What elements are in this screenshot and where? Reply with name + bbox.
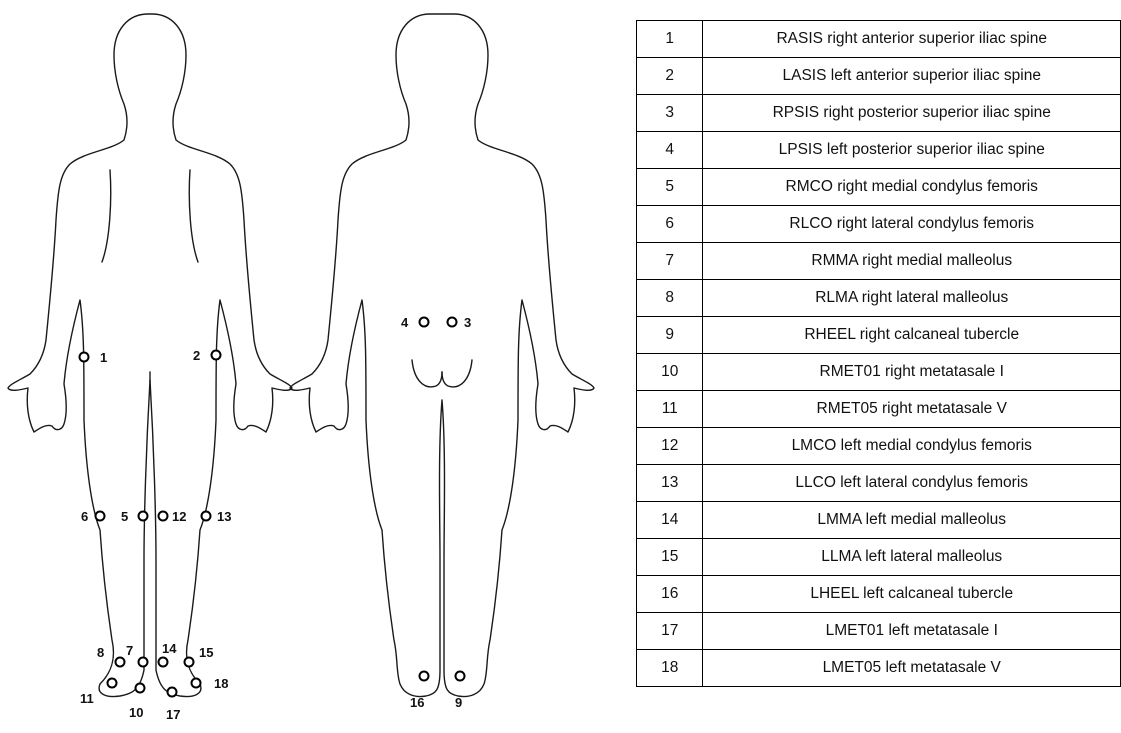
marker-3-label: 3 bbox=[464, 315, 471, 330]
row-number: 8 bbox=[637, 280, 703, 317]
row-number: 2 bbox=[637, 58, 703, 95]
row-number: 4 bbox=[637, 132, 703, 169]
row-number: 13 bbox=[637, 465, 703, 502]
marker-15-label: 15 bbox=[199, 645, 213, 660]
row-number: 7 bbox=[637, 243, 703, 280]
marker-8: 8 bbox=[97, 645, 125, 667]
marker-4: 4 bbox=[401, 315, 429, 330]
marker-3: 3 bbox=[448, 315, 472, 330]
row-description: RMET05 right metatasale V bbox=[703, 391, 1121, 428]
marker-8-label: 8 bbox=[97, 645, 104, 660]
row-description: LMET05 left metatasale V bbox=[703, 650, 1121, 687]
row-description: LLMA left lateral malleolus bbox=[703, 539, 1121, 576]
row-number: 16 bbox=[637, 576, 703, 613]
row-description: RMET01 right metatasale I bbox=[703, 354, 1121, 391]
front-body-outline bbox=[8, 14, 292, 697]
row-number: 14 bbox=[637, 502, 703, 539]
row-description: LMET01 left metatasale I bbox=[703, 613, 1121, 650]
marker-12-label: 12 bbox=[172, 509, 186, 524]
row-description: LASIS left anterior superior iliac spine bbox=[703, 58, 1121, 95]
row-number: 17 bbox=[637, 613, 703, 650]
row-number: 5 bbox=[637, 169, 703, 206]
row-description: RHEEL right calcaneal tubercle bbox=[703, 317, 1121, 354]
marker-10: 10 bbox=[129, 684, 145, 721]
row-number: 15 bbox=[637, 539, 703, 576]
row-number: 3 bbox=[637, 95, 703, 132]
marker-2-label: 2 bbox=[193, 348, 200, 363]
marker-15: 15 bbox=[185, 645, 214, 667]
row-description: LPSIS left posterior superior iliac spin… bbox=[703, 132, 1121, 169]
marker-13: 13 bbox=[202, 509, 232, 524]
marker-12: 12 bbox=[159, 509, 187, 524]
marker-17: 17 bbox=[166, 688, 180, 723]
marker-14-label: 14 bbox=[162, 641, 177, 656]
marker-5: 5 bbox=[121, 509, 148, 524]
row-number: 9 bbox=[637, 317, 703, 354]
marker-4-label: 4 bbox=[401, 315, 409, 330]
row-number: 6 bbox=[637, 206, 703, 243]
marker-14: 14 bbox=[159, 641, 178, 667]
row-description: LLCO left lateral condylus femoris bbox=[703, 465, 1121, 502]
marker-11-label: 11 bbox=[80, 691, 94, 706]
marker-16-label: 16 bbox=[410, 695, 424, 710]
marker-11: 11 bbox=[80, 679, 117, 707]
row-number: 12 bbox=[637, 428, 703, 465]
marker-18-label: 18 bbox=[214, 676, 228, 691]
row-description: RMCO right medial condylus femoris bbox=[703, 169, 1121, 206]
marker-6-label: 6 bbox=[81, 509, 88, 524]
row-number: 18 bbox=[637, 650, 703, 687]
row-description: RLCO right lateral condylus femoris bbox=[703, 206, 1121, 243]
row-description: LMMA left medial malleolus bbox=[703, 502, 1121, 539]
marker-10-label: 10 bbox=[129, 705, 143, 720]
marker-5-label: 5 bbox=[121, 509, 128, 524]
row-number: 11 bbox=[637, 391, 703, 428]
row-description: RASIS right anterior superior iliac spin… bbox=[703, 21, 1121, 58]
marker-6: 6 bbox=[81, 509, 105, 524]
marker-18: 18 bbox=[192, 676, 229, 691]
marker-17-label: 17 bbox=[166, 707, 180, 722]
marker-9-label: 9 bbox=[455, 695, 462, 710]
marker-16: 16 bbox=[410, 672, 429, 711]
row-description: RLMA right lateral malleolus bbox=[703, 280, 1121, 317]
row-description: RMMA right medial malleolus bbox=[703, 243, 1121, 280]
marker-9: 9 bbox=[455, 672, 465, 711]
row-description: RPSIS right posterior superior iliac spi… bbox=[703, 95, 1121, 132]
row-number: 10 bbox=[637, 354, 703, 391]
marker-1-label: 1 bbox=[100, 350, 107, 365]
row-number: 1 bbox=[637, 21, 703, 58]
row-description: LMCO left medial condylus femoris bbox=[703, 428, 1121, 465]
row-description: LHEEL left calcaneal tubercle bbox=[703, 576, 1121, 613]
marker-7-label: 7 bbox=[126, 643, 133, 658]
back-body-outline bbox=[290, 14, 594, 697]
body-diagram: 1 2 3 4 5 6 7 8 9 10 11 12 bbox=[0, 0, 630, 733]
marker-13-label: 13 bbox=[217, 509, 231, 524]
